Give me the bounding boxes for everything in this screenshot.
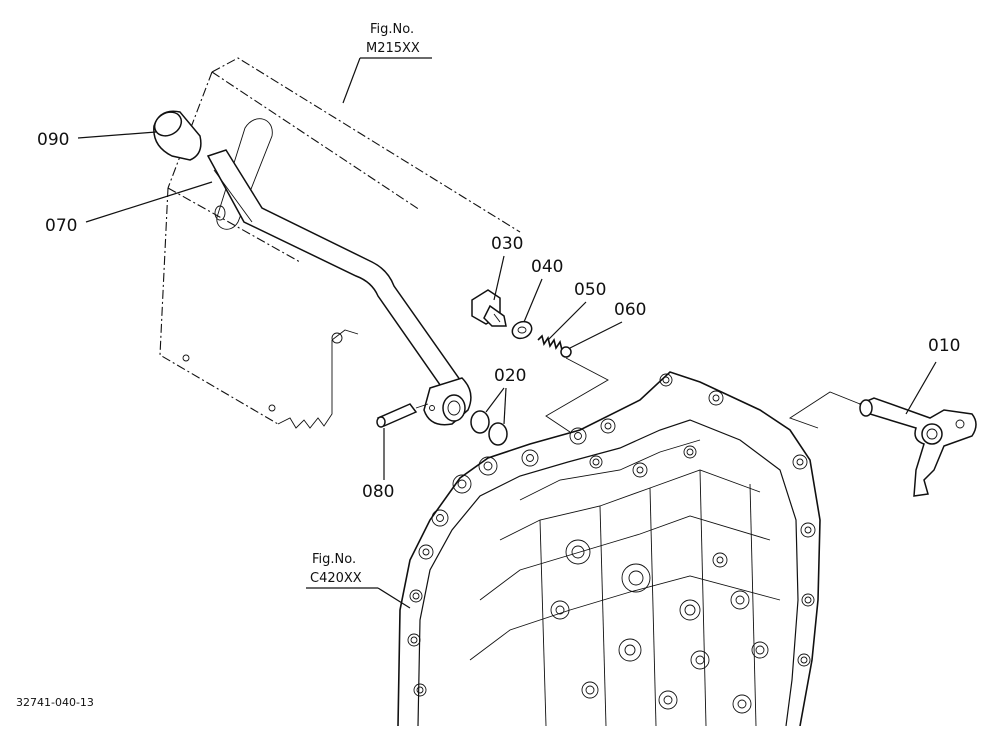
ref-m215xx: Fig.No. M215XX bbox=[342, 22, 432, 104]
part-020-leader-a bbox=[485, 387, 505, 413]
part-080-label: 080 bbox=[362, 482, 394, 502]
part-090-label: 090 bbox=[37, 130, 69, 150]
part-090: 090 bbox=[37, 130, 157, 150]
part-040-leader bbox=[523, 278, 543, 323]
part-020: 020 bbox=[485, 366, 526, 425]
part-030: 030 bbox=[491, 234, 523, 301]
part-010-leader bbox=[905, 361, 937, 415]
ref-c420xx: Fig.No. C420XX bbox=[306, 552, 411, 609]
transmission-case bbox=[397, 371, 821, 727]
part-050-leader bbox=[547, 301, 587, 341]
part-080: 080 bbox=[362, 428, 394, 502]
part-060-label: 060 bbox=[614, 300, 646, 320]
ref-c420xx-fig: Fig.No. bbox=[312, 552, 356, 567]
detent-parts bbox=[471, 289, 609, 433]
part-070-label: 070 bbox=[45, 216, 77, 236]
part-020-label: 020 bbox=[494, 366, 526, 386]
upper-panel bbox=[159, 57, 521, 429]
part-090-leader bbox=[77, 131, 157, 139]
part-020-leader-b bbox=[503, 387, 507, 425]
spring-pin bbox=[376, 403, 429, 428]
ref-m215xx-fig: Fig.No. bbox=[370, 22, 414, 37]
ref-c420xx-leader bbox=[377, 587, 411, 609]
o-rings bbox=[470, 410, 508, 446]
part-060-leader bbox=[569, 321, 623, 349]
ref-c420xx-num: C420XX bbox=[310, 571, 362, 586]
part-070: 070 bbox=[45, 181, 213, 236]
part-010: 010 bbox=[905, 336, 960, 415]
part-010-label: 010 bbox=[928, 336, 960, 356]
lever-knob bbox=[153, 110, 202, 161]
shift-lever bbox=[206, 149, 472, 426]
ref-m215xx-leader bbox=[342, 57, 361, 104]
part-060: 060 bbox=[569, 300, 646, 349]
part-040: 040 bbox=[523, 257, 563, 323]
part-070-leader bbox=[85, 181, 213, 223]
drawing-code: 32741-040-13 bbox=[16, 696, 94, 709]
part-030-label: 030 bbox=[491, 234, 523, 254]
part-040-label: 040 bbox=[531, 257, 563, 277]
shift-arm bbox=[788, 391, 977, 497]
part-030-leader bbox=[493, 255, 505, 301]
part-050: 050 bbox=[547, 280, 606, 341]
ref-m215xx-num: M215XX bbox=[366, 41, 420, 56]
part-050-label: 050 bbox=[574, 280, 606, 300]
